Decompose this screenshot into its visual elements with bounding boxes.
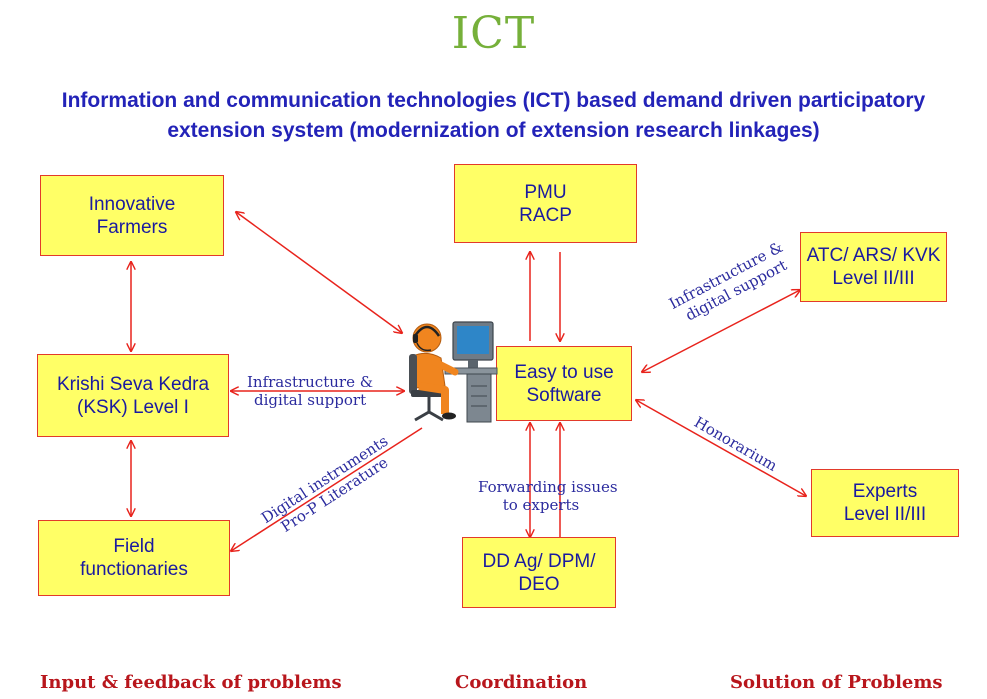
slide-title: ICT bbox=[451, 8, 536, 59]
edge-label-line: to experts bbox=[502, 496, 580, 514]
node-label-line: Field bbox=[113, 536, 155, 557]
arrow-user-field bbox=[231, 427, 423, 551]
ksk-infrastructure-label: Infrastructure & digital support bbox=[247, 373, 373, 409]
node-label-line: Farmers bbox=[96, 216, 168, 238]
node-label-line: Innovative bbox=[88, 193, 176, 215]
node-label-line: ATC/ ARS/ KVK bbox=[806, 245, 941, 266]
edge-label-line: Infrastructure & bbox=[247, 373, 374, 391]
node-label-line: (KSK) Level I bbox=[77, 396, 189, 418]
node-label-line: Experts bbox=[852, 481, 918, 502]
footer-input-feedback: Input & feedback of problems bbox=[40, 672, 342, 693]
ksk-box: Krishi Seva Kedra(KSK) Level I bbox=[37, 354, 229, 437]
edge-label-line: digital support bbox=[253, 391, 367, 409]
footer-coordination: Coordination bbox=[455, 672, 588, 693]
node-label-line: DEO bbox=[518, 573, 560, 595]
node-label-line: RACP bbox=[519, 204, 572, 226]
node-label-line: functionaries bbox=[80, 559, 188, 580]
node-label-line: PMU bbox=[524, 181, 567, 203]
node-label-line: Krishi Seva Kedra bbox=[56, 373, 210, 395]
slide-subtitle: Information and communication technologi… bbox=[61, 89, 926, 142]
footer-solution: Solution of Problems bbox=[730, 672, 943, 693]
computer-user-icon bbox=[409, 321, 498, 423]
forwarding-issues-label: Forwarding issues to experts bbox=[478, 478, 618, 514]
node-label-line: Software bbox=[526, 384, 602, 406]
arrow-software-experts bbox=[636, 400, 806, 496]
node-label-line: Easy to use bbox=[514, 361, 614, 383]
arrow-atc-software bbox=[642, 290, 800, 372]
node-label-line: Level II/III bbox=[832, 268, 915, 289]
dd-ag-box: DD Ag/ DPM/DEO bbox=[462, 537, 616, 608]
node-label-line: DD Ag/ DPM/ bbox=[482, 550, 596, 572]
edge-label-line: Forwarding issues bbox=[478, 478, 618, 496]
node-label-line: Level II/III bbox=[843, 504, 927, 525]
arrow-farmers-user bbox=[236, 212, 402, 333]
